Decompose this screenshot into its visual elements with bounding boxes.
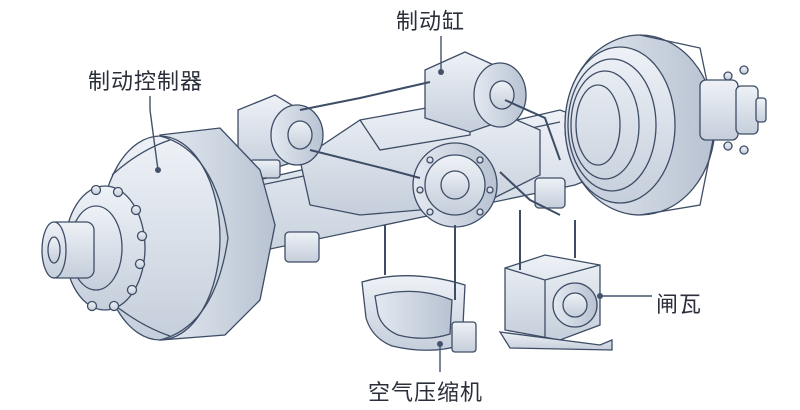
right-hub (699, 65, 767, 155)
leader-dots (155, 69, 603, 347)
label-brake-cylinder: 制动缸 (396, 10, 466, 35)
leader-brake-controller (149, 96, 159, 171)
label-brake-shoe: 闸瓦 (656, 293, 703, 318)
top-brake-chamber (424, 51, 527, 133)
air-lines (299, 81, 576, 300)
leader-lines (149, 36, 652, 372)
right-brake-drum (564, 34, 717, 216)
left-hub (41, 184, 148, 312)
brake-pad (361, 275, 477, 353)
label-air-compressor: 空气压缩机 (368, 381, 484, 406)
right-bracket (534, 177, 566, 209)
left-bracket (284, 231, 320, 263)
label-brake-controller: 制动控制器 (88, 70, 204, 95)
compressor-unit (498, 254, 613, 351)
